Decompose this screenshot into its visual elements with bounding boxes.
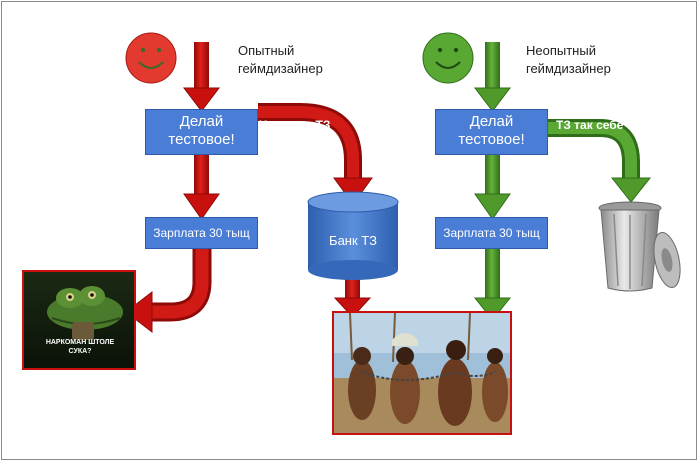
arrow-good-tz [258, 103, 373, 205]
red-smiley-icon [125, 32, 177, 84]
salary-box-right: Зарплата 30 тыщ [435, 217, 548, 249]
chained-slaves-picture [332, 311, 512, 435]
meme-caption: НАРКОМАН ШТОЛЕ СУКА? [45, 339, 115, 355]
test-task-box-right: Делай тестовое! [435, 109, 548, 155]
arrow-salary-to-meme [125, 248, 212, 334]
green-smiley-icon [422, 32, 474, 84]
trash-can-icon [598, 201, 681, 292]
bank-tz-label: Банк ТЗ [329, 233, 377, 248]
bank-tz-cylinder [307, 191, 399, 280]
good-tz-label: Хорошее ТЗ [259, 118, 331, 132]
arrow-down-green-3 [473, 248, 512, 321]
arrow-tz-meh [548, 119, 652, 203]
tz-meh-label: ТЗ так себе [556, 118, 624, 132]
experienced-designer-label: Опытный геймдизайнер [238, 43, 323, 76]
arrow-down-green-1 [473, 42, 512, 112]
novice-designer-label: Неопытный геймдизайнер [526, 43, 611, 76]
arrow-down-green-2 [474, 154, 511, 220]
test-task-box-left: Делай тестовое! [145, 109, 258, 155]
salary-box-left: Зарплата 30 тыщ [145, 217, 258, 249]
arrow-down-red-1 [182, 42, 221, 112]
crocodile-meme-picture [22, 270, 136, 370]
arrow-down-red-2 [183, 154, 220, 220]
arrow-down-red-3 [333, 278, 372, 318]
